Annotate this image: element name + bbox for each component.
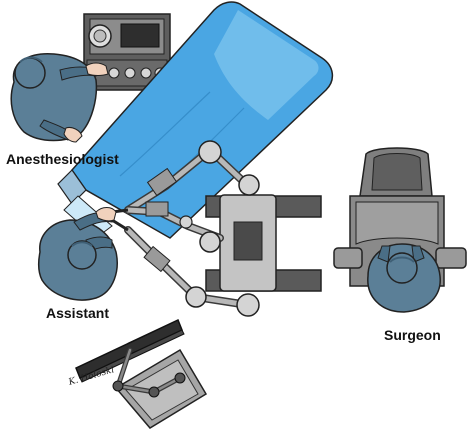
surgeon-figure: [367, 243, 441, 313]
vision-monitor-icon: [75, 318, 208, 429]
assistant-figure: [37, 207, 118, 301]
anesthesiologist-label: Anesthesiologist: [6, 151, 119, 167]
anesthesiologist-figure: [10, 53, 109, 143]
surgeon-label: Surgeon: [384, 327, 441, 343]
surgeon-console-icon: [333, 147, 467, 287]
patient-side-cart-icon: [111, 140, 322, 317]
assistant-label: Assistant: [46, 305, 110, 321]
patient-drape-icon: [57, 1, 334, 239]
